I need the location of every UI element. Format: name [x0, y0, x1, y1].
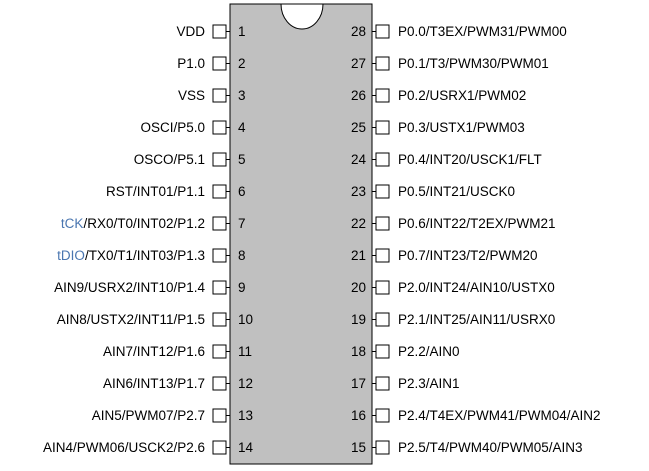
pin-25-label: P0.3/USTX1/PWM03	[398, 120, 525, 135]
pin-15-number: 15	[351, 440, 366, 455]
pin-8-debug-prefix: tDIO	[57, 248, 85, 263]
pin-5-label: OSCO/P5.1	[134, 152, 205, 167]
pin-23-label: P0.5/INT21/USCK0	[398, 184, 515, 199]
left-pin-group: 1 VDD 2 P1.0 3 VSS 4 OSCI/P5.0 5 OSCO/P5.1 6 RST/IN…	[43, 24, 254, 455]
pin-18-number: 18	[351, 344, 366, 359]
pin-7-square	[212, 216, 227, 231]
pin-8-label: tDIO/TX0/T1/INT03/P1.3	[57, 248, 205, 263]
pin-19-number: 19	[351, 312, 366, 327]
pin-17-number: 17	[351, 376, 366, 391]
pin-5-square	[212, 152, 227, 167]
pin-16-square	[375, 408, 390, 423]
pin-17-square	[375, 376, 390, 391]
pin-13-number: 13	[238, 408, 253, 423]
pin-28-number: 28	[351, 24, 366, 39]
pin-11-label: AIN7/INT12/P1.6	[103, 344, 205, 359]
pin-17-label: P2.3/AIN1	[398, 376, 460, 391]
pin-26-label: P0.2/USRX1/PWM02	[398, 88, 526, 103]
pin-12-label: AIN6/INT13/P1.7	[103, 376, 205, 391]
pin-12-number: 12	[238, 376, 253, 391]
pin-2-number: 2	[238, 56, 246, 71]
pin-10-square	[212, 312, 227, 327]
pin-19-label: P2.1/INT25/AIN11/USRX0	[398, 312, 555, 327]
pin-23-square	[375, 184, 390, 199]
pin-24-label: P0.4/INT20/USCK1/FLT	[398, 152, 542, 167]
pin-7-label: tCK/RX0/T0/INT02/P1.2	[61, 216, 205, 231]
pin-7-number: 7	[238, 216, 246, 231]
pin-20-number: 20	[351, 280, 366, 295]
pin-8-label-rest: /TX0/T1/INT03/P1.3	[85, 248, 205, 263]
pin-1-label: VDD	[176, 24, 205, 39]
pin-21-label: P0.7/INT23/T2/PWM20	[398, 248, 538, 263]
pin-2-label: P1.0	[177, 56, 205, 71]
pin-27-number: 27	[351, 56, 366, 71]
pin-26-square	[375, 88, 390, 103]
pin-21-number: 21	[351, 248, 366, 263]
pin-3-label: VSS	[178, 88, 205, 103]
pin-21-square	[375, 248, 390, 263]
pin-20-square	[375, 280, 390, 295]
pin-9-number: 9	[238, 280, 246, 295]
pin-10-number: 10	[238, 312, 253, 327]
pin-9-label: AIN9/USRX2/INT10/P1.4	[54, 280, 205, 295]
pin-6-number: 6	[238, 184, 246, 199]
pin-8-number: 8	[238, 248, 246, 263]
pin-26-number: 26	[351, 88, 366, 103]
pin-28-square	[375, 24, 390, 39]
pin-10-label: AIN8/USTX2/INT11/P1.5	[57, 312, 205, 327]
pin-19-square	[375, 312, 390, 327]
pin-8-square	[212, 248, 227, 263]
pin-25-square	[375, 120, 390, 135]
pin-11-square	[212, 344, 227, 359]
pin-12-square	[212, 376, 227, 391]
pin-2-square	[212, 56, 227, 71]
pin-1-number: 1	[238, 24, 246, 39]
pin-27-square	[375, 56, 390, 71]
pin-23-number: 23	[351, 184, 366, 199]
pin-22-number: 22	[351, 216, 366, 231]
pin-7-debug-prefix: tCK	[61, 216, 84, 231]
pin-11-number: 11	[238, 344, 252, 359]
orientation-notch	[280, 3, 324, 30]
pin-16-label: P2.4/T4EX/PWM41/PWM04/AIN2	[398, 408, 601, 423]
pin-22-square	[375, 216, 390, 231]
pin-9-square	[212, 280, 227, 295]
pin-4-square	[212, 120, 227, 135]
pin-1-square	[212, 24, 227, 39]
pin-14-label: AIN4/PWM06/USCK2/P2.6	[43, 440, 205, 455]
pin-6-label: RST/INT01/P1.1	[106, 184, 205, 199]
pin-3-number: 3	[238, 88, 246, 103]
pin-3-square	[212, 88, 227, 103]
pin-18-label: P2.2/AIN0	[398, 344, 460, 359]
pin-16-number: 16	[351, 408, 366, 423]
pin-28-label: P0.0/T3EX/PWM31/PWM00	[398, 24, 567, 39]
pin-4-label: OSCI/P5.0	[140, 120, 205, 135]
pin-13-label: AIN5/PWM07/P2.7	[92, 408, 205, 423]
pin-22-label: P0.6/INT22/T2EX/PWM21	[398, 216, 556, 231]
pin-15-label: P2.5/T4/PWM40/PWM05/AIN3	[398, 440, 583, 455]
pin-13-square	[212, 408, 227, 423]
pin-25-number: 25	[351, 120, 366, 135]
pin-27-label: P0.1/T3/PWM30/PWM01	[398, 56, 549, 71]
pin-6-square	[212, 184, 227, 199]
pin-4-number: 4	[238, 120, 246, 135]
pin-24-number: 24	[351, 152, 367, 167]
pin-5-number: 5	[238, 152, 246, 167]
chip-body	[229, 3, 373, 465]
pin-7-label-rest: /RX0/T0/INT02/P1.2	[83, 216, 205, 231]
pin-24-square	[375, 152, 390, 167]
right-pin-group: 28 P0.0/T3EX/PWM31/PWM00 27 P0.1/T3/PWM30/P…	[351, 24, 601, 455]
pin-18-square	[375, 344, 390, 359]
pin-14-square	[212, 440, 227, 455]
pin-15-square	[375, 440, 390, 455]
pin-14-number: 14	[238, 440, 254, 455]
pin-20-label: P2.0/INT24/AIN10/USTX0	[398, 280, 555, 295]
